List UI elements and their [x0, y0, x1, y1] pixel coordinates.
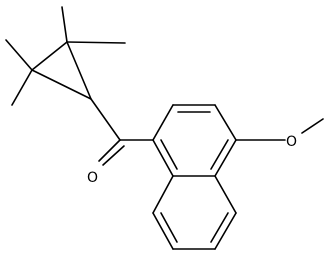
- naphthalene-ring: [152, 104, 237, 250]
- cyclopropane-bond-c1-c2: [66, 41, 92, 100]
- bond-cyclopropyl-to-carbonyl: [90, 98, 121, 141]
- ring-bond-c1-c2: [152, 104, 174, 141]
- carbonyl-double-bond-outer: [98, 139, 121, 162]
- ketone-group: O: [87, 98, 154, 186]
- ring-bond-c4a-c5: [214, 175, 237, 214]
- methyl-bond-c1-right: [66, 41, 126, 44]
- cyclopropane-bond-c2-c3: [31, 69, 92, 100]
- ring-bond-c7-c8: [152, 212, 174, 250]
- methyl-bond-c1-upper: [61, 6, 68, 43]
- methyl-bond-c3-left: [5, 39, 33, 71]
- ring-bond-c3-c4: [214, 104, 237, 141]
- methyl-bond-c3-lower: [11, 69, 33, 106]
- methoxy-group: O: [235, 118, 324, 150]
- cyclopropane-bond-c1-c3: [31, 41, 68, 71]
- methoxy-oxygen-label: O: [286, 134, 297, 150]
- ring-double-bond-c5-c6-inner: [210, 212, 229, 243]
- bond-methoxy-oxygen-to-methyl: [301, 118, 324, 134]
- tetramethylcyclopropyl-group: [5, 6, 126, 106]
- ring-bond-c4-c4a: [214, 139, 237, 177]
- carbonyl-oxygen-label: O: [87, 170, 98, 186]
- ring-double-bond-c8a-c1-inner: [160, 139, 178, 170]
- ring-bond-c8a-c1: [152, 139, 174, 177]
- ring-double-bond-c7-c8-inner: [160, 212, 178, 243]
- ring-double-bond-c4-c4a-inner: [210, 139, 229, 170]
- ring-bond-c8-c8a: [152, 175, 174, 214]
- ring-bond-c5-c6: [214, 212, 237, 250]
- carbonyl-double-bond-inner: [102, 145, 125, 166]
